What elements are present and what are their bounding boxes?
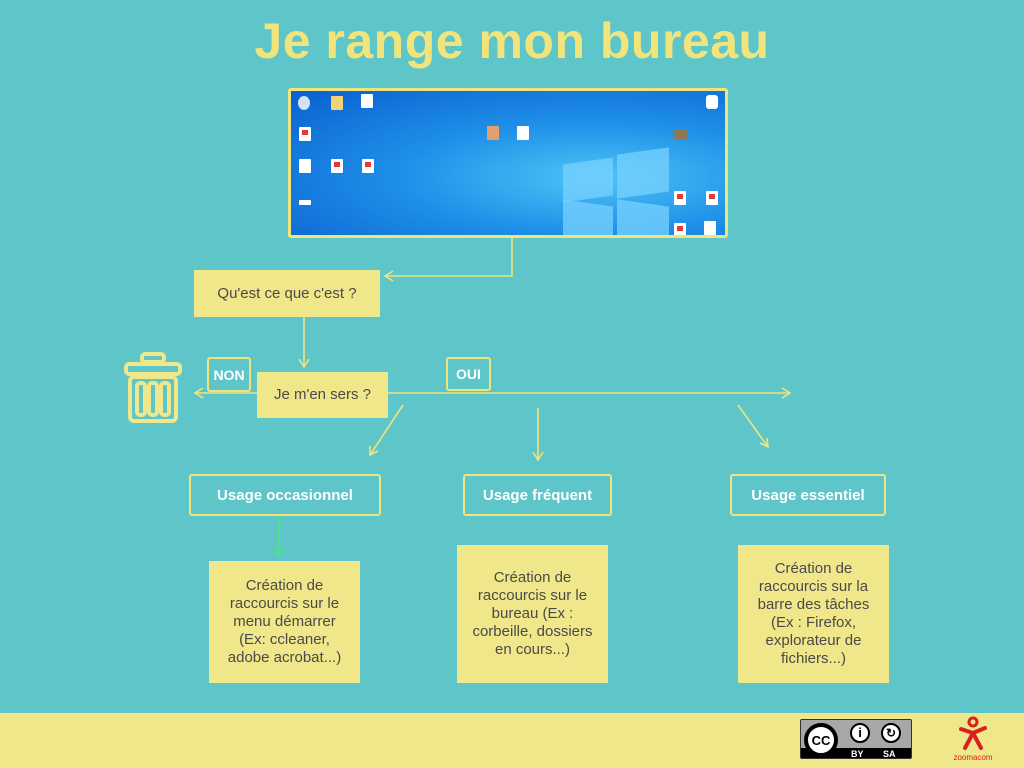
cc-by-sa-badge: CC i ↻ BY SA [800,719,912,759]
zoomacom-logo-icon [959,716,987,750]
file-icon [704,221,716,235]
file-icon [299,200,311,205]
folder-icon [331,96,343,110]
pdf-icon [362,159,374,173]
no-label: NON [207,357,251,392]
yes-label: OUI [446,357,491,391]
file-icon [299,159,311,173]
file-icon [517,126,529,140]
page-title: Je range mon bureau [254,13,770,69]
attribution-icon: i [850,723,870,743]
frequent-description: Création de raccourcis sur le bureau (Ex… [457,545,608,683]
desktop-icon [298,96,310,110]
sa-label: SA [883,749,896,759]
pdf-icon [331,159,343,173]
pdf-icon [674,223,686,235]
file-icon [361,94,373,108]
zoomacom-logo-text: zoomacom [953,753,993,762]
desktop-screenshot [288,88,728,238]
usage-essential-box: Usage essentiel [730,474,886,516]
presentation-icon [487,126,499,140]
media-icon [706,95,718,109]
cc-icon: CC [804,723,838,757]
pdf-icon [706,191,718,205]
usage-occasional-box: Usage occasionnel [189,474,381,516]
trash-icon [124,352,182,423]
use-question-box: Je m'en sers ? [257,372,388,418]
pdf-icon [299,127,311,141]
essential-description: Création de raccourcis sur la barre des … [738,545,889,683]
share-alike-icon: ↻ [881,723,901,743]
question-box: Qu'est ce que c'est ? [194,270,380,317]
usage-frequent-box: Usage fréquent [463,474,612,516]
occasional-description: Création de raccourcis sur le menu démar… [209,561,360,683]
by-label: BY [851,749,864,759]
image-icon [674,129,688,139]
pdf-icon [674,191,686,205]
